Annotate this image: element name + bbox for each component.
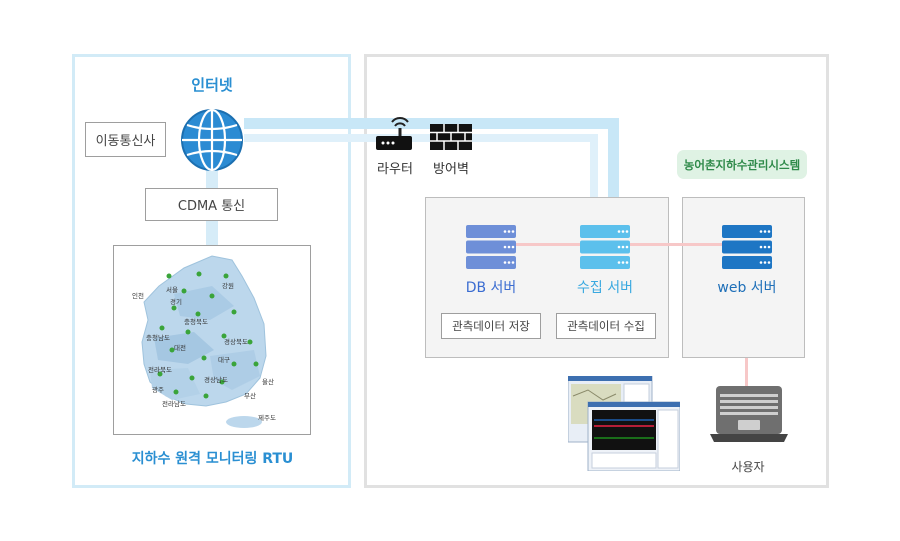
user-label: 사용자 (731, 460, 765, 474)
collect-caption: 관측데이터 수집 (567, 319, 645, 333)
collect-server-label: 수집 서버 (577, 280, 633, 296)
map-label-gwangju: 광주 (152, 386, 164, 394)
web-server-label: web 서버 (717, 280, 777, 296)
map-label-daejeon: 대전 (174, 344, 186, 352)
internet-title: 인터넷 (191, 76, 233, 94)
map-label-gangwon: 강원 (222, 282, 234, 290)
map-label-gyeonggi: 경기 (170, 298, 182, 306)
cdma-label: CDMA 통신 (177, 199, 246, 214)
korea-map: 인천 서울 강원 경기 충청북도 충청남도 대전 전라북도 대구 경상북도 광주… (113, 245, 311, 435)
map-label-ulsan: 울산 (262, 378, 274, 386)
collect-server-icon (580, 225, 630, 269)
monitoring-screens-icon (568, 376, 680, 471)
firewall-label: 방어벽 (433, 162, 469, 177)
map-label-chungbuk: 충청북도 (184, 318, 208, 326)
firewall-icon (430, 124, 472, 150)
pipe-top (244, 118, 619, 129)
web-server-icon (722, 225, 772, 269)
map-label-jeonnam: 전라남도 (162, 400, 186, 408)
rtu-title: 지하수 원격 모니터링 RTU (131, 451, 294, 467)
map-label-jeonbuk: 전라북도 (148, 366, 172, 374)
mobile-carrier-label: 이동통신사 (95, 134, 156, 149)
db-server-icon (466, 225, 516, 269)
map-label-gyeongnam: 경상남도 (204, 376, 228, 384)
web-server-box (682, 197, 805, 358)
globe-icon (181, 108, 243, 172)
laptop-icon (710, 386, 788, 442)
map-label-seoul: 서울 (166, 286, 178, 294)
router-label: 라우터 (377, 162, 413, 177)
db-caption: 관측데이터 저장 (452, 319, 530, 333)
korea-map-drawing (141, 255, 267, 428)
mobile-carrier-box: 이동통신사 (85, 122, 166, 157)
router-icon (376, 117, 412, 150)
map-label-chungnam: 충청남도 (146, 334, 170, 342)
cdma-box: CDMA 통신 (145, 188, 278, 221)
map-label-incheon: 인천 (132, 292, 144, 300)
db-server-label: DB 서버 (465, 280, 517, 296)
map-label-busan: 부산 (244, 392, 256, 400)
pipe-inner-down (590, 134, 598, 198)
map-label-daegu: 대구 (218, 356, 230, 364)
pipe-inner (244, 134, 596, 142)
system-badge: 농어촌지하수관리시스템 (677, 150, 807, 179)
map-label-jeju: 제주도 (258, 414, 276, 422)
db-caption-box: 관측데이터 저장 (441, 313, 541, 339)
user-line-front (745, 358, 748, 386)
pipe-down (608, 118, 619, 204)
map-label-gyeongbuk: 경상북도 (224, 338, 248, 346)
collect-caption-box: 관측데이터 수집 (556, 313, 656, 339)
